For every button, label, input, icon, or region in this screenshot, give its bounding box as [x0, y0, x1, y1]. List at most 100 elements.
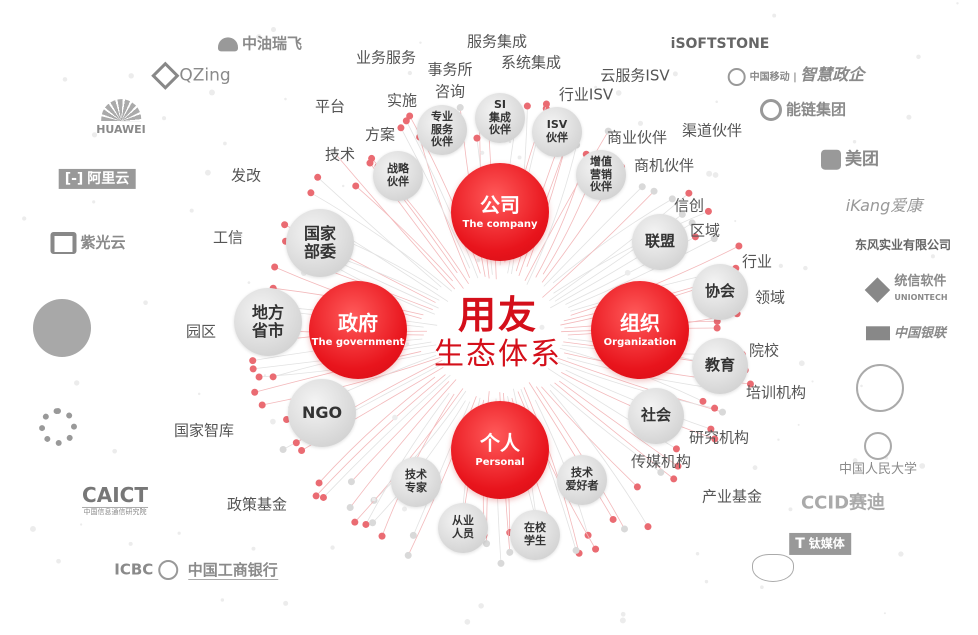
background-speck — [604, 89, 607, 92]
connector-line — [400, 127, 471, 269]
connector-dot — [292, 439, 300, 447]
background-speck — [401, 506, 407, 512]
core-node-label-en: Organization — [603, 336, 677, 348]
outer-label: 政策基金 — [226, 495, 288, 514]
background-speck — [852, 140, 857, 144]
connector-line — [323, 374, 451, 498]
connector-line — [318, 376, 436, 484]
connector-dot — [650, 187, 658, 195]
background-speck — [419, 41, 422, 44]
connector-dot — [368, 154, 376, 162]
connector-dot — [633, 483, 641, 491]
connector-line — [542, 190, 655, 298]
background-speck — [284, 97, 287, 101]
sub-node: 战略 伙伴 — [373, 151, 423, 201]
sub-node: 从业 人员 — [438, 503, 488, 553]
connector-dot — [319, 493, 327, 501]
background-speck — [852, 458, 858, 464]
connector-line — [520, 388, 577, 551]
outer-label: 业务服务 — [355, 48, 417, 67]
connector-line — [528, 382, 614, 520]
connector-dot — [362, 520, 370, 528]
connector-line — [317, 177, 442, 288]
logo-meituan: 美团 — [821, 149, 879, 171]
connector-line — [354, 388, 464, 523]
connector-dot — [584, 531, 592, 539]
background-speck — [223, 141, 227, 146]
connector-dot — [315, 479, 323, 487]
connector-dot — [707, 425, 715, 433]
connector-dot — [506, 548, 514, 556]
background-speck — [752, 465, 758, 471]
logo-text: 中国工商银行 — [187, 560, 278, 580]
connector-dot — [307, 189, 315, 197]
connector-line — [351, 381, 450, 482]
background-speck — [74, 380, 80, 386]
background-speck — [79, 523, 83, 526]
background-speck — [772, 13, 777, 18]
background-speck — [371, 497, 376, 502]
outer-label: 系统集成 — [500, 53, 562, 72]
connector-line — [405, 120, 479, 279]
background-speck — [539, 324, 545, 330]
background-speck — [615, 90, 622, 96]
sub-node: SI 集成 伙伴 — [475, 93, 525, 143]
logo-text: 中国银联 — [893, 325, 947, 341]
background-speck — [798, 360, 805, 367]
outer-label: 信创 — [673, 196, 705, 215]
background-speck — [687, 339, 691, 342]
background-speck — [22, 216, 27, 221]
logo-newlink: 能链集团 — [759, 99, 846, 121]
connector-line — [553, 210, 709, 294]
china-mobile-icon — [727, 68, 746, 86]
logo-isoftstone: iSOFTSTONE — [670, 35, 770, 52]
connector-dot — [378, 532, 386, 540]
outer-label: 事务所 — [427, 60, 473, 79]
connector-dot — [249, 365, 257, 373]
connector-dot — [312, 492, 320, 500]
connector-dot — [352, 182, 360, 190]
unicloud-icon — [50, 232, 77, 254]
connector-line — [315, 374, 446, 497]
logo-dongfeng: 东风实业有限公司 — [854, 238, 952, 253]
logo-text: 阿里云 — [87, 170, 130, 187]
connector-dot — [644, 523, 652, 531]
background-speck — [480, 150, 485, 155]
background-speck — [898, 551, 904, 557]
connector-dot — [314, 173, 322, 181]
sub-node: 协会 — [692, 264, 748, 320]
background-speck — [162, 116, 167, 121]
background-speck — [341, 184, 345, 188]
connector-dot — [347, 478, 355, 486]
connector-line — [310, 192, 453, 292]
connector-dot — [483, 540, 491, 548]
background-speck — [392, 414, 398, 421]
outer-label: 发改 — [230, 166, 262, 185]
background-speck — [270, 418, 276, 425]
logo-text: 钛媒体 — [808, 536, 845, 551]
outer-label: 院校 — [748, 341, 780, 360]
shell-icon — [217, 36, 238, 51]
background-speck — [407, 70, 413, 76]
background-speck — [760, 585, 764, 590]
bull-logo-icon — [752, 554, 794, 582]
background-speck — [624, 269, 631, 276]
sub-node: 社会 — [628, 388, 684, 444]
connector-dot — [735, 242, 743, 250]
connector-line — [349, 379, 457, 508]
connector-line — [365, 392, 450, 525]
background-speck — [803, 265, 808, 271]
sub-node: 技术 爱好者 — [557, 455, 607, 505]
background-speck — [797, 423, 800, 426]
connector-dot — [279, 446, 287, 454]
background-speck — [189, 208, 194, 213]
outer-label: 行业ISV — [558, 85, 614, 104]
background-speck — [704, 579, 709, 584]
background-speck — [330, 545, 335, 550]
logo-text: 统信软件 — [894, 274, 947, 290]
logo-unionpay: 中国银联 — [865, 325, 947, 341]
background-speck — [251, 546, 256, 551]
